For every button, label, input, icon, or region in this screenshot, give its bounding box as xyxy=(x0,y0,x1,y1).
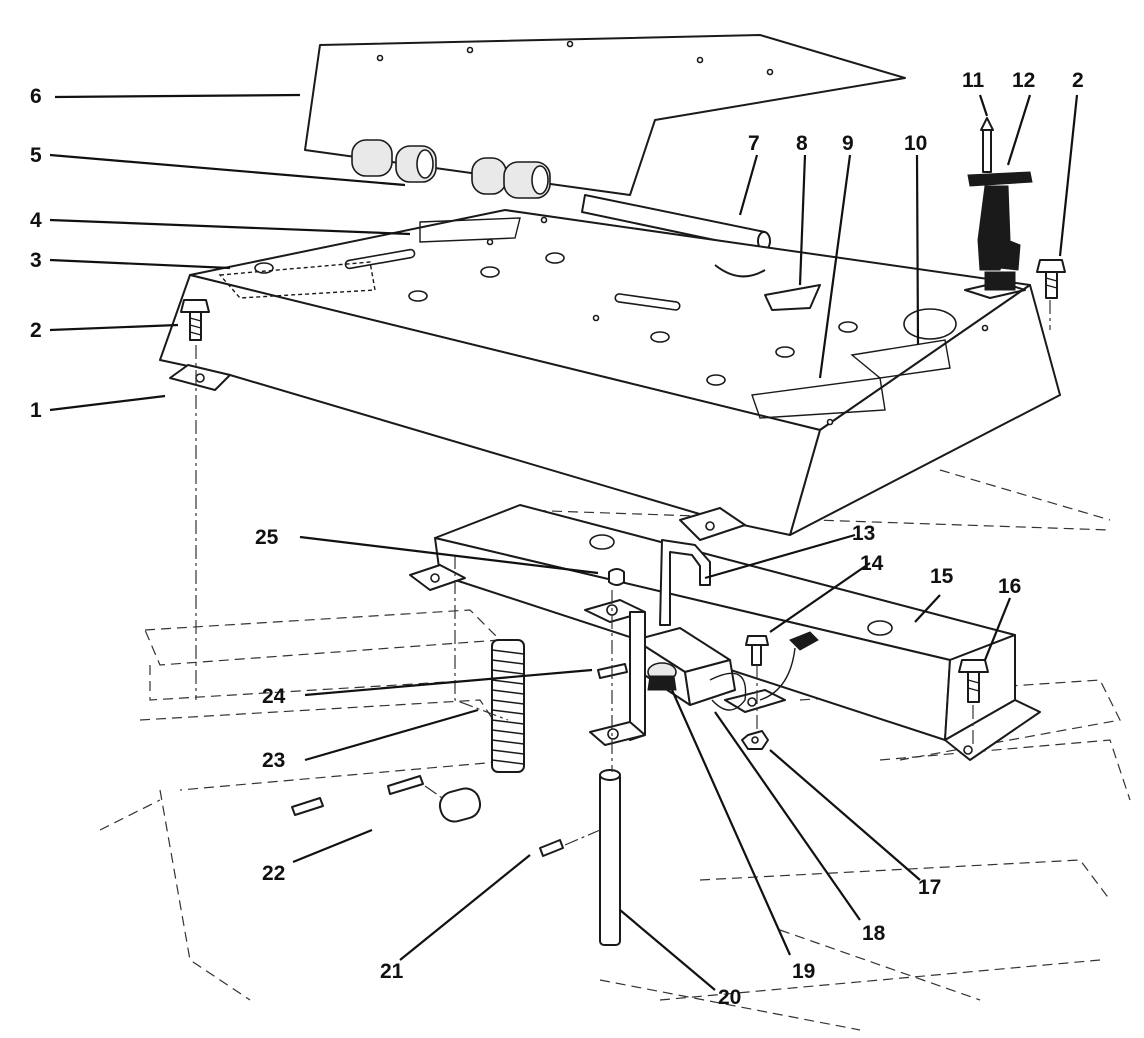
latch-pin xyxy=(980,117,994,173)
callout-7: 7 xyxy=(748,132,760,155)
callout-3: 3 xyxy=(30,249,42,272)
nut xyxy=(741,730,769,750)
callout-21: 21 xyxy=(380,960,404,983)
bolt-right xyxy=(1036,259,1066,299)
pivot-rod xyxy=(599,769,621,946)
spring-pin xyxy=(539,839,564,857)
callout-4: 4 xyxy=(30,209,42,232)
callout-8: 8 xyxy=(796,132,808,155)
callout-2-left: 2 xyxy=(30,319,42,342)
callout-14: 14 xyxy=(860,552,884,575)
pivot-bracket xyxy=(584,599,646,746)
bolt-left xyxy=(180,299,210,341)
callout-18: 18 xyxy=(862,922,886,945)
callout-20: 20 xyxy=(718,986,741,1009)
callout-5: 5 xyxy=(30,144,42,167)
alignment-lines xyxy=(195,300,1051,846)
callout-16: 16 xyxy=(998,575,1021,598)
spring xyxy=(491,639,525,773)
callout-9: 9 xyxy=(842,132,854,155)
callout-24: 24 xyxy=(262,685,286,708)
callout-12: 12 xyxy=(1012,69,1035,92)
callout-2-right: 2 xyxy=(1072,69,1084,92)
bolt-channel xyxy=(958,659,989,703)
leader-lines xyxy=(49,93,1079,991)
callout-25: 25 xyxy=(255,526,279,549)
screw xyxy=(745,635,769,666)
callout-11: 11 xyxy=(962,69,985,92)
callout-13: 13 xyxy=(852,522,875,545)
u-rod xyxy=(659,539,711,626)
callout-23: 23 xyxy=(262,749,285,772)
callout-19: 19 xyxy=(792,960,815,983)
callout-10: 10 xyxy=(904,132,927,155)
cap-nut xyxy=(608,568,625,586)
callout-17: 17 xyxy=(918,876,941,899)
seat-base xyxy=(159,209,1061,541)
callout-1: 1 xyxy=(30,399,42,422)
cover-plate xyxy=(304,34,906,196)
callout-15: 15 xyxy=(930,565,954,588)
callout-6: 6 xyxy=(30,85,42,108)
seat-latch xyxy=(964,171,1033,299)
callout-22: 22 xyxy=(262,862,285,885)
hinge-sleeves xyxy=(351,139,551,199)
shaft-pins xyxy=(291,775,482,823)
interlock-switch xyxy=(647,631,819,711)
callout-labels: 6 5 4 3 2 1 7 8 9 10 11 12 2 13 14 15 16… xyxy=(30,69,1084,1009)
